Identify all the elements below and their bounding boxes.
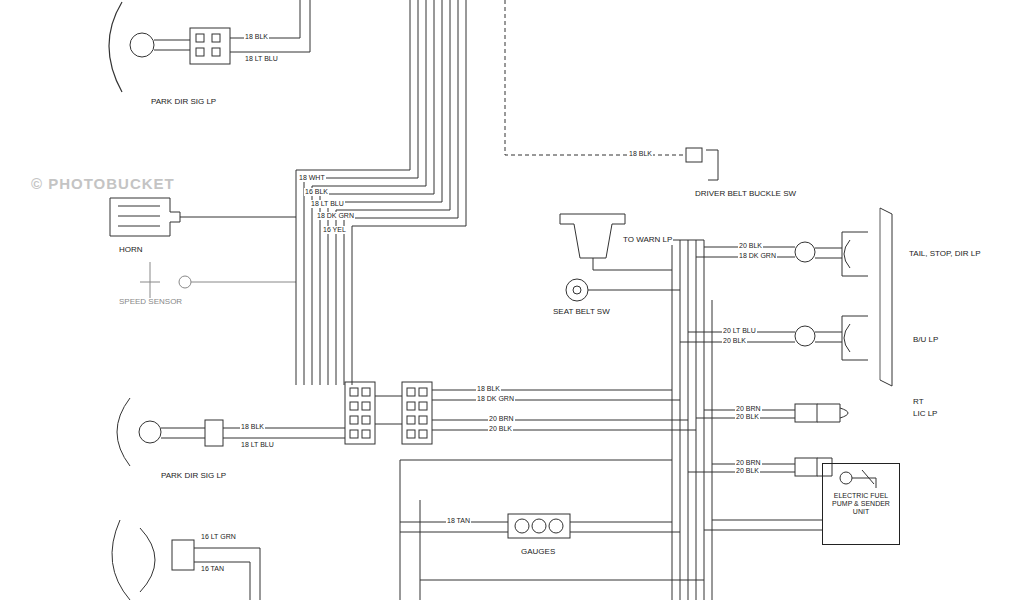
component-text: ELECTRIC FUEL PUMP & SENDER UNIT [826,492,896,516]
wire-label: 18 LT BLU [244,55,279,63]
wire-label: 18 WHT [298,174,326,182]
watermark: © PHOTOBUCKET [30,176,176,193]
connector-block [345,382,696,444]
part-label: LIC LP [912,410,938,419]
part-label: TAIL, STOP, DIR LP [908,250,982,259]
wire-label: 16 BLK [304,188,329,196]
wire-label: 20 BLK [738,242,763,250]
wire-label: 20 BLK [488,425,513,433]
horn-symbol [110,198,296,236]
sensor-symbol [140,262,296,300]
part-label: RT [912,398,925,407]
wire-label: 18 BLK [244,33,269,41]
wire-label: 18 BLK [240,423,265,431]
tail-lamp-symbol [680,208,892,386]
lamp-symbol [109,0,310,92]
belt-wire [505,0,718,180]
part-label: TO WARN LP [622,236,673,245]
wire-label: 18 LT BLU [310,200,345,208]
wire-trunk [672,240,712,600]
fuel-pump-symbol [704,470,876,530]
lic-lamp-symbol [688,404,848,476]
component-box: ELECTRIC FUEL PUMP & SENDER UNIT [822,463,900,545]
lamp-symbol [117,398,345,466]
part-label: B/U LP [912,336,939,345]
sensor-label: SPEED SENSOR [118,298,183,307]
part-label: HORN [118,246,144,255]
part-label: PARK DIR SIG LP [160,472,227,481]
wire-label: 20 BRN [735,459,762,467]
wire-label: 18 DK GRN [738,252,777,260]
wire-label: 20 LT BLU [722,327,757,335]
wire-bundle [296,0,466,385]
wire-label: 16 LT GRN [200,533,237,541]
part-label: GAUGES [520,548,556,557]
wire-label: 18 BLK [476,385,501,393]
wire-label: 20 BRN [488,415,515,423]
wire-label: 16 YEL [322,226,347,234]
wire-label: 16 TAN [200,565,225,573]
wire-label: 20 BLK [735,467,760,475]
part-label: PARK DIR SIG LP [150,98,217,107]
part-label: DRIVER BELT BUCKLE SW [694,190,797,199]
part-label: SEAT BELT SW [552,308,611,317]
gauge-connector [400,460,704,600]
wire-label: 18 DK GRN [316,212,355,220]
wire-label: 18 LT BLU [240,441,275,449]
wire-label: 18 BLK [628,150,653,158]
wire-label: 20 BLK [722,337,747,345]
wire-label: 20 BRN [735,405,762,413]
switch-symbol [566,279,680,301]
headlamp-symbol [112,520,260,600]
wire-label: 18 TAN [446,517,471,525]
wire-label: 20 BLK [735,413,760,421]
wire-label: 18 DK GRN [476,395,515,403]
